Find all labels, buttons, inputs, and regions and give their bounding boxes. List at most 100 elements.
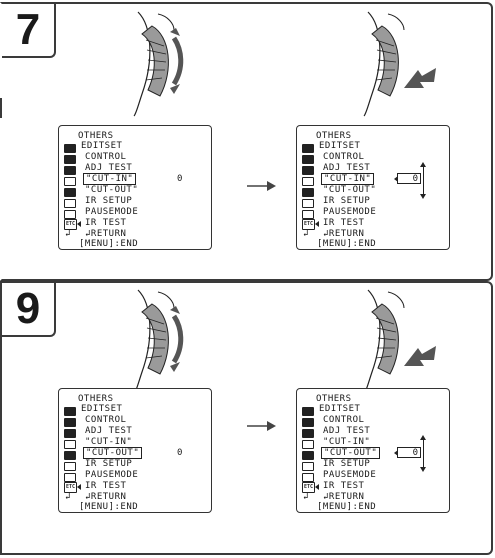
pointer-icon [77, 484, 81, 490]
menu-item-cut-in: "CUT-IN" [323, 437, 371, 447]
etc-icon: ETC [64, 482, 77, 493]
etc-icon: ETC [64, 219, 77, 230]
memory-icon [302, 177, 314, 186]
memory-icon [64, 177, 76, 186]
menu-item-ir-setup: IR SETUP [85, 196, 133, 206]
camera-icon [302, 418, 314, 427]
menu-item-cut-in-selected: "CUT-IN" [321, 173, 375, 185]
menu-item-ir-test: IR TEST [323, 218, 365, 228]
memory-icon [302, 440, 314, 449]
setting-value: 0 [177, 174, 183, 184]
menu-icon-1 [64, 144, 76, 153]
setting-value-box: 0 [397, 447, 421, 458]
pointer-icon [315, 484, 319, 490]
menu-icon-1 [302, 407, 314, 416]
etc-icon: ETC [302, 482, 315, 493]
pointer-icon [315, 221, 319, 227]
menu-item-ir-setup: IR SETUP [323, 459, 371, 469]
menu-footer: [MENU]:END [317, 502, 377, 512]
menu-item-editset: EDITSET [81, 404, 123, 414]
menu-item-ir-test: IR TEST [85, 218, 127, 228]
dial-rotate-illustration [133, 11, 184, 117]
step-7-number: 7 [2, 4, 56, 58]
menu-item-ir-setup: IR SETUP [323, 196, 371, 206]
menu-item-ir-setup: IR SETUP [85, 459, 133, 469]
up-arrow-icon [420, 435, 426, 440]
memory-icon [64, 440, 76, 449]
camera-icon [302, 155, 314, 164]
dial-rotate-illustration [133, 289, 184, 395]
down-arrow-icon [420, 467, 426, 472]
menu-item-editset: EDITSET [319, 141, 361, 151]
menu-item-pausemode: PAUSEMODE [85, 470, 139, 480]
menu-item-control: CONTROL [323, 152, 365, 162]
menu-title: OTHERS [78, 131, 114, 141]
menu-icon-1 [64, 407, 76, 416]
menu-footer: [MENU]:END [317, 239, 377, 249]
menu-title: OTHERS [78, 394, 114, 404]
menu-item-editset: EDITSET [319, 404, 361, 414]
menu-screen-step9-after: OTHERS EDITSET CONTROL ADJ TEST "CUT-IN"… [296, 388, 450, 513]
menu-item-return: ↲RETURN [85, 492, 127, 502]
adjust-arrow-icon [423, 437, 424, 469]
pointer-icon [77, 221, 81, 227]
clock-icon [64, 451, 76, 460]
tape-icon [302, 166, 314, 175]
menu-item-adj-test: ADJ TEST [323, 426, 371, 436]
menu-item-cut-out: "CUT-OUT" [85, 185, 139, 195]
return-icon: ↲ [65, 492, 71, 502]
menu-footer: [MENU]:END [79, 239, 139, 249]
setting-value-box: 0 [397, 173, 421, 184]
tape-icon [302, 429, 314, 438]
menu-item-cut-out-selected: "CUT-OUT" [321, 447, 381, 459]
camera-icon [64, 155, 76, 164]
menu-item-return: ↲RETURN [323, 229, 365, 239]
menu-title: OTHERS [316, 131, 352, 141]
step-9-rule [0, 281, 2, 555]
menu-title: OTHERS [316, 394, 352, 404]
menu-icon-1 [302, 144, 314, 153]
menu-item-cut-in-selected: "CUT-IN" [83, 173, 137, 185]
etc-icon: ETC [302, 219, 315, 230]
clock-icon [64, 188, 76, 197]
menu-screen-step7-after: OTHERS EDITSET CONTROL ADJ TEST "CUT-IN"… [296, 125, 450, 250]
setup-icon [64, 462, 76, 471]
clock-icon [302, 188, 314, 197]
menu-item-pausemode: PAUSEMODE [323, 470, 377, 480]
clock-icon [302, 451, 314, 460]
menu-item-pausemode: PAUSEMODE [85, 207, 139, 217]
menu-item-editset: EDITSET [81, 141, 123, 151]
menu-footer: [MENU]:END [79, 502, 139, 512]
menu-item-cut-out-selected: "CUT-OUT" [83, 447, 143, 459]
tape-icon [64, 429, 76, 438]
lcd-icon [302, 473, 314, 482]
menu-item-control: CONTROL [323, 415, 365, 425]
adjust-arrow-icon [423, 164, 424, 196]
step-7-rule [0, 98, 2, 118]
menu-item-cut-in: "CUT-IN" [85, 437, 133, 447]
dial-press-illustration [363, 11, 436, 117]
setup-icon [64, 199, 76, 208]
menu-item-cut-out: "CUT-OUT" [323, 185, 377, 195]
return-icon: ↲ [303, 229, 309, 239]
down-arrow-icon [420, 194, 426, 199]
menu-item-return: ↲RETURN [323, 492, 365, 502]
menu-screen-step7-before: OTHERS EDITSET CONTROL ADJ TEST "CUT-IN"… [58, 125, 212, 250]
menu-item-return: ↲RETURN [85, 229, 127, 239]
lcd-icon [64, 210, 76, 219]
menu-item-adj-test: ADJ TEST [85, 163, 133, 173]
next-arrow-icon [247, 181, 276, 191]
setup-icon [302, 462, 314, 471]
tape-icon [64, 166, 76, 175]
menu-item-control: CONTROL [85, 152, 127, 162]
menu-item-adj-test: ADJ TEST [85, 426, 133, 436]
dial-press-illustration [363, 289, 436, 395]
return-icon: ↲ [303, 492, 309, 502]
menu-screen-step9-before: OTHERS EDITSET CONTROL ADJ TEST "CUT-IN"… [58, 388, 212, 513]
pointer-icon [394, 176, 398, 182]
menu-item-ir-test: IR TEST [323, 481, 365, 491]
menu-item-adj-test: ADJ TEST [323, 163, 371, 173]
setup-icon [302, 199, 314, 208]
pointer-icon [394, 450, 398, 456]
next-arrow-icon [247, 421, 276, 431]
